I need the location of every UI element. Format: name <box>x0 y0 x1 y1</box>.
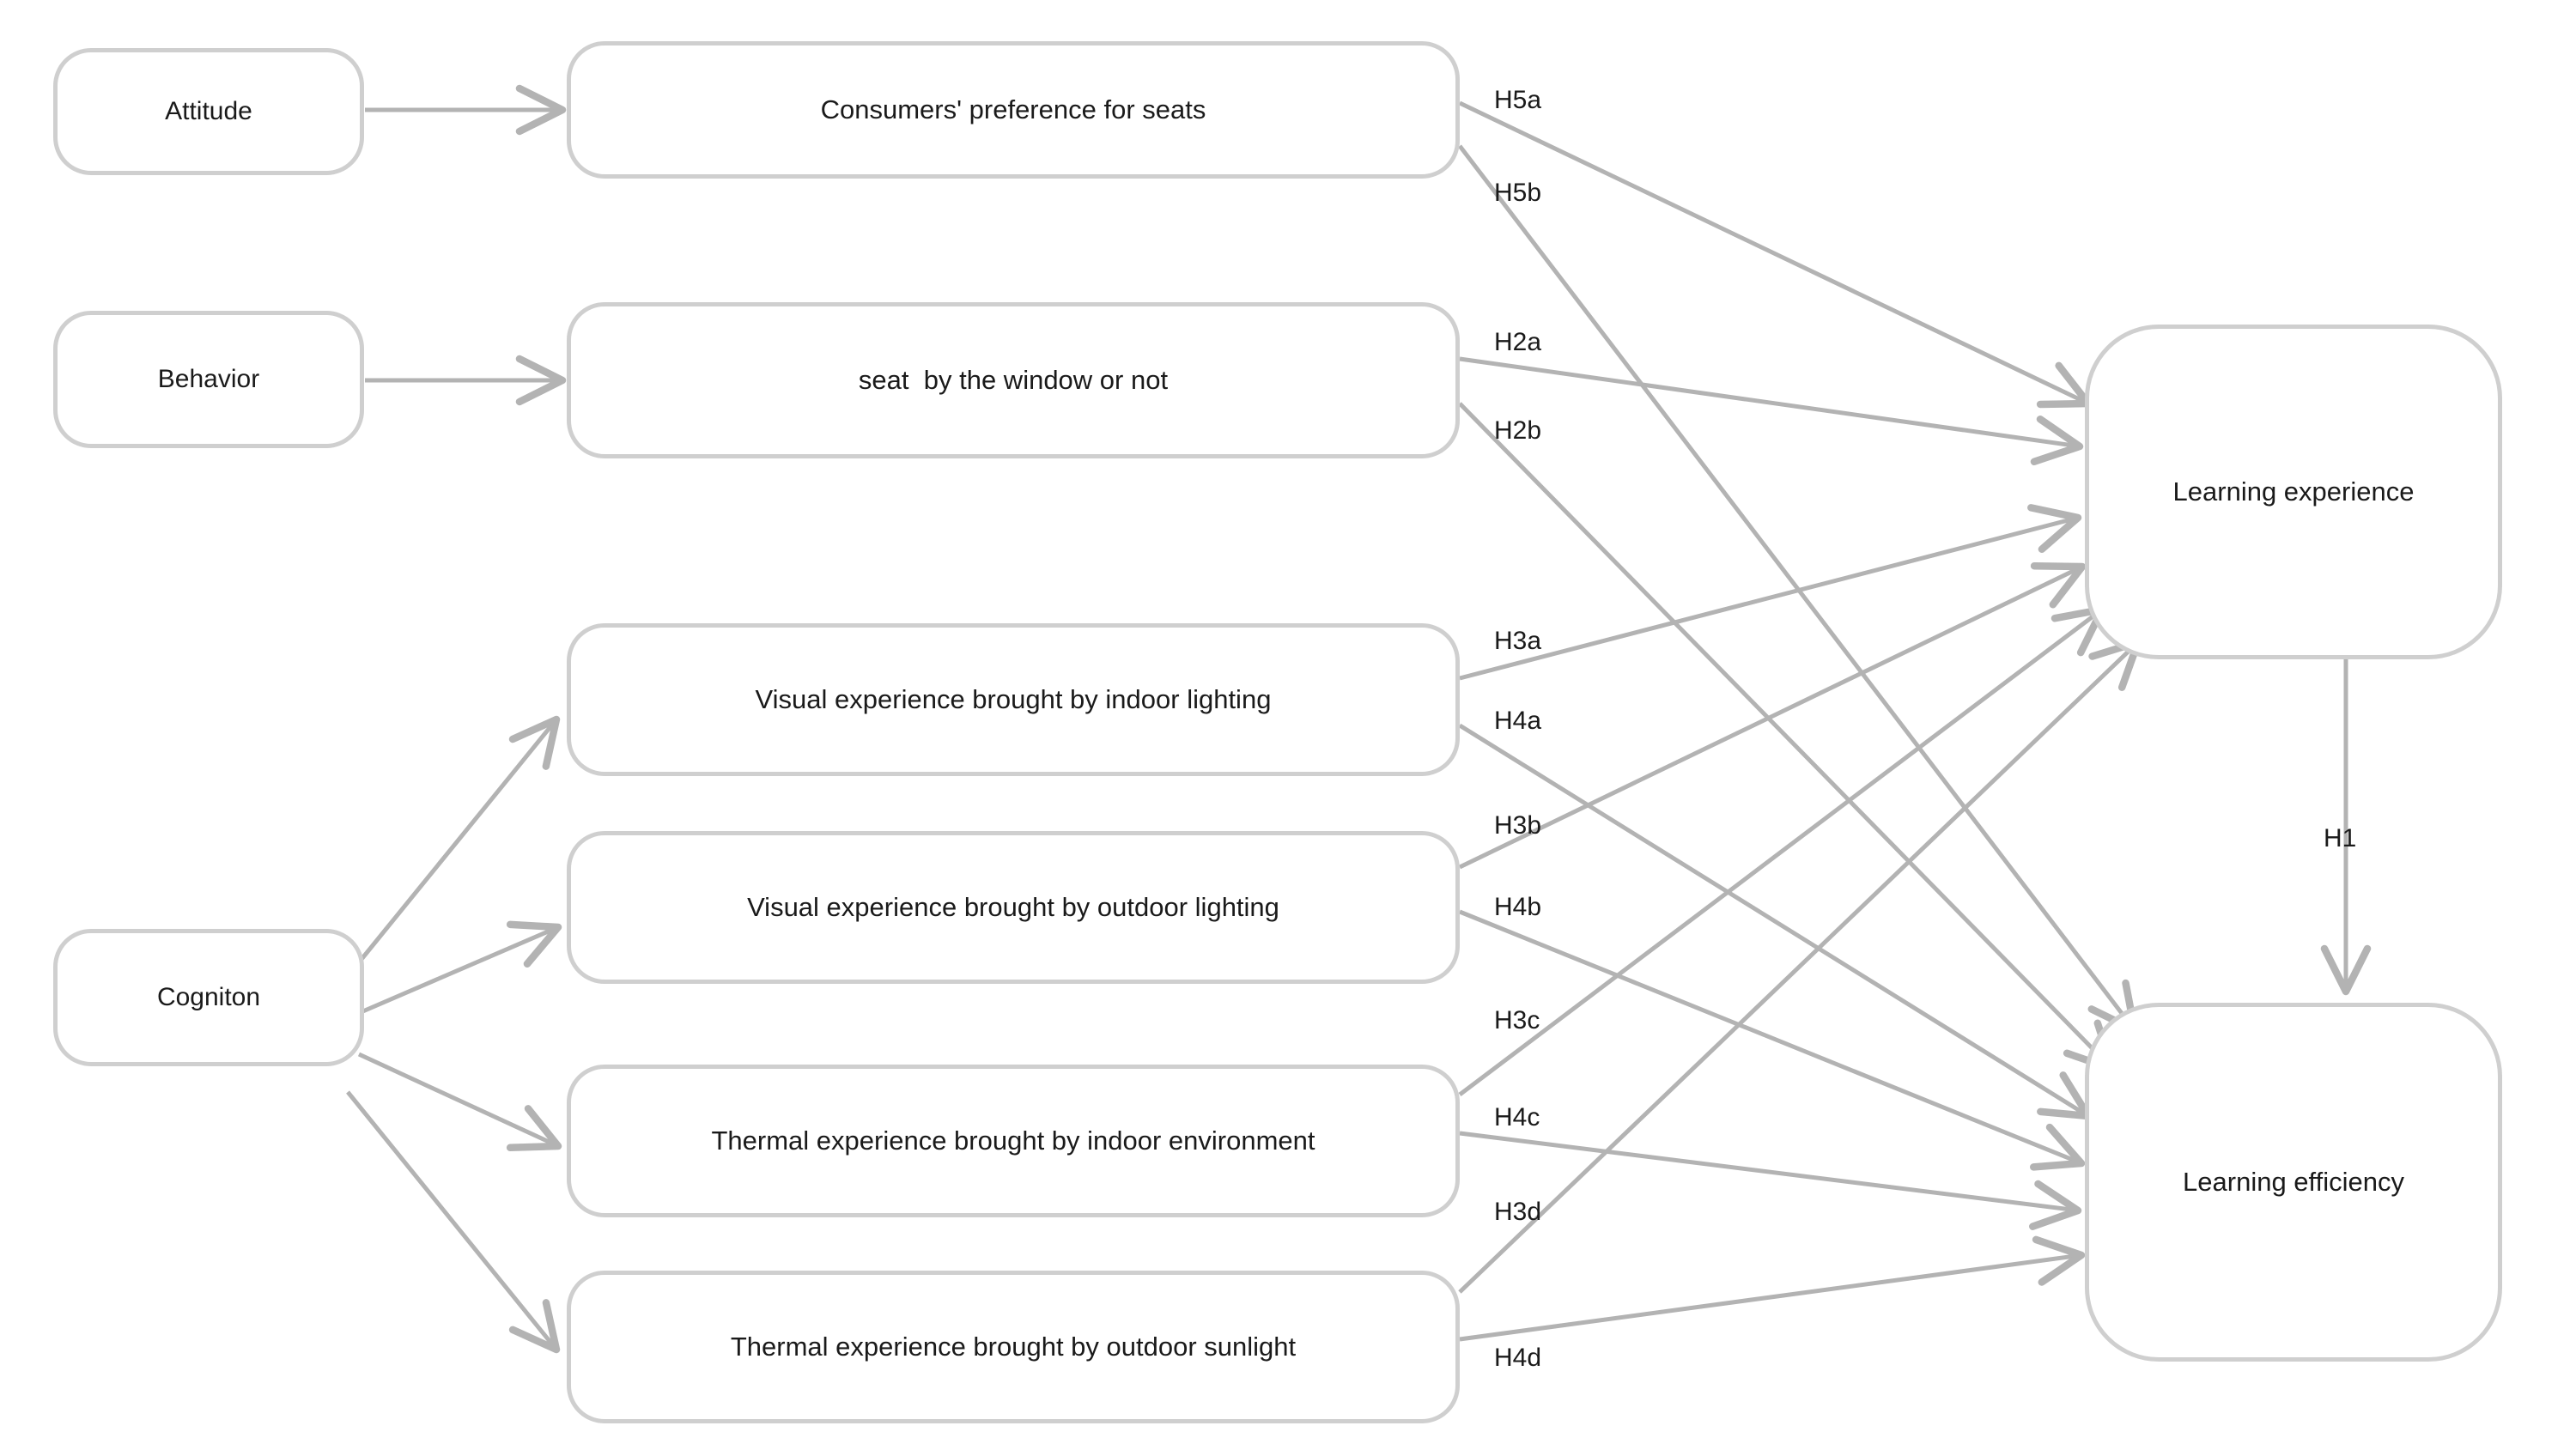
node-cogniton[interactable]: Cogniton <box>53 929 364 1066</box>
node-visual-experience-indoor-lighting[interactable]: Visual experience brought by indoor ligh… <box>567 623 1460 776</box>
edge-visind-to-experience <box>1459 504 2082 681</box>
edge-label-h5b: H5b <box>1494 179 1542 207</box>
node-thermal-experience-outdoor-sunlight-label: Thermal experience brought by outdoor su… <box>730 1331 1297 1362</box>
node-behavior-label: Behavior <box>157 365 260 394</box>
edge-label-h3d: H3d <box>1494 1198 1542 1226</box>
node-cogniton-label: Cogniton <box>156 983 261 1012</box>
edge-cogniton-to-thermaloutdoor <box>346 1090 561 1354</box>
node-learning-experience[interactable]: Learning experience <box>2085 325 2502 659</box>
edge-thmout-to-efficiency <box>1459 1235 2086 1342</box>
edge-pref-to-experience <box>1458 100 2093 409</box>
node-consumers-preference-for-seats[interactable]: Consumers' preference for seats <box>567 41 1460 179</box>
edge-cogniton-to-visualindoor <box>346 715 561 978</box>
node-attitude[interactable]: Attitude <box>53 48 364 175</box>
node-visual-experience-outdoor-lighting[interactable]: Visual experience brought by outdoor lig… <box>567 831 1460 984</box>
node-consumers-preference-for-seats-label: Consumers' preference for seats <box>820 94 1206 124</box>
node-attitude-label: Attitude <box>165 97 252 126</box>
edge-thmind-to-efficiency <box>1459 1131 2082 1230</box>
node-visual-experience-outdoor-lighting-label: Visual experience brought by outdoor lig… <box>747 891 1279 922</box>
edge-pref-to-efficiency <box>1458 144 2139 1034</box>
edge-label-h3b: H3b <box>1494 811 1542 840</box>
edge-label-h4c: H4c <box>1494 1103 1540 1132</box>
edge-label-h2b: H2b <box>1494 416 1542 445</box>
edge-thmout-to-experience <box>1458 638 2142 1294</box>
edge-label-h3a: H3a <box>1494 627 1542 655</box>
edge-thmind-to-experience <box>1458 605 2106 1096</box>
edge-label-h2a: H2a <box>1494 328 1542 356</box>
edge-cogniton-to-thermalindoor <box>357 1052 562 1152</box>
edge-visind-to-efficiency <box>1458 723 2093 1120</box>
edge-visout-to-efficiency <box>1459 909 2086 1171</box>
edge-label-h4d: H4d <box>1494 1344 1542 1372</box>
edge-label-h3c: H3c <box>1494 1006 1540 1034</box>
edge-label-h5a: H5a <box>1494 86 1542 114</box>
node-behavior[interactable]: Behavior <box>53 311 364 448</box>
node-thermal-experience-indoor-environment-label: Thermal experience brought by indoor env… <box>711 1125 1315 1156</box>
edge-label-h4a: H4a <box>1494 707 1542 735</box>
edge-label-h1: H1 <box>2324 824 2357 852</box>
node-thermal-experience-indoor-environment[interactable]: Thermal experience brought by indoor env… <box>567 1065 1460 1217</box>
edge-label-h4b: H4b <box>1494 893 1542 921</box>
node-seat-by-the-window-or-not-label: seat by the window or not <box>858 364 1169 395</box>
edge-seat-to-experience <box>1459 356 2084 466</box>
node-thermal-experience-outdoor-sunlight[interactable]: Thermal experience brought by outdoor su… <box>567 1271 1460 1423</box>
node-learning-efficiency-label: Learning efficiency <box>2183 1166 2404 1197</box>
edge-cogniton-to-visualoutdoor <box>358 920 562 1016</box>
node-learning-experience-label: Learning experience <box>2172 476 2415 507</box>
edge-seat-to-efficiency <box>1458 402 2117 1073</box>
node-visual-experience-indoor-lighting-label: Visual experience brought by indoor ligh… <box>755 683 1272 714</box>
node-learning-efficiency[interactable]: Learning efficiency <box>2085 1003 2502 1362</box>
edge-visout-to-experience <box>1458 561 2087 870</box>
node-seat-by-the-window-or-not[interactable]: seat by the window or not <box>567 302 1460 458</box>
